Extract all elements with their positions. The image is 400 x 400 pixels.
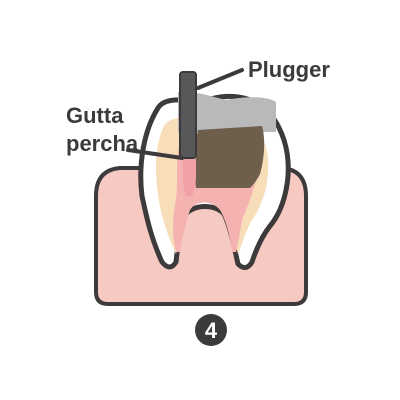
gutta-percha-label-line2: percha <box>66 131 139 156</box>
plugger-instrument <box>179 71 197 159</box>
gutta-percha-canal <box>182 150 196 196</box>
gutta-percha-leader-line <box>126 148 184 160</box>
plugger-label: Plugger <box>248 57 330 82</box>
step-badge <box>195 314 227 346</box>
gutta-percha-label-line1: Gutta <box>66 103 124 128</box>
gutta-percha-filling <box>194 126 265 188</box>
step-number: 4 <box>205 318 218 343</box>
plugger-leader-line <box>196 68 244 90</box>
plugger-trail <box>178 91 276 132</box>
